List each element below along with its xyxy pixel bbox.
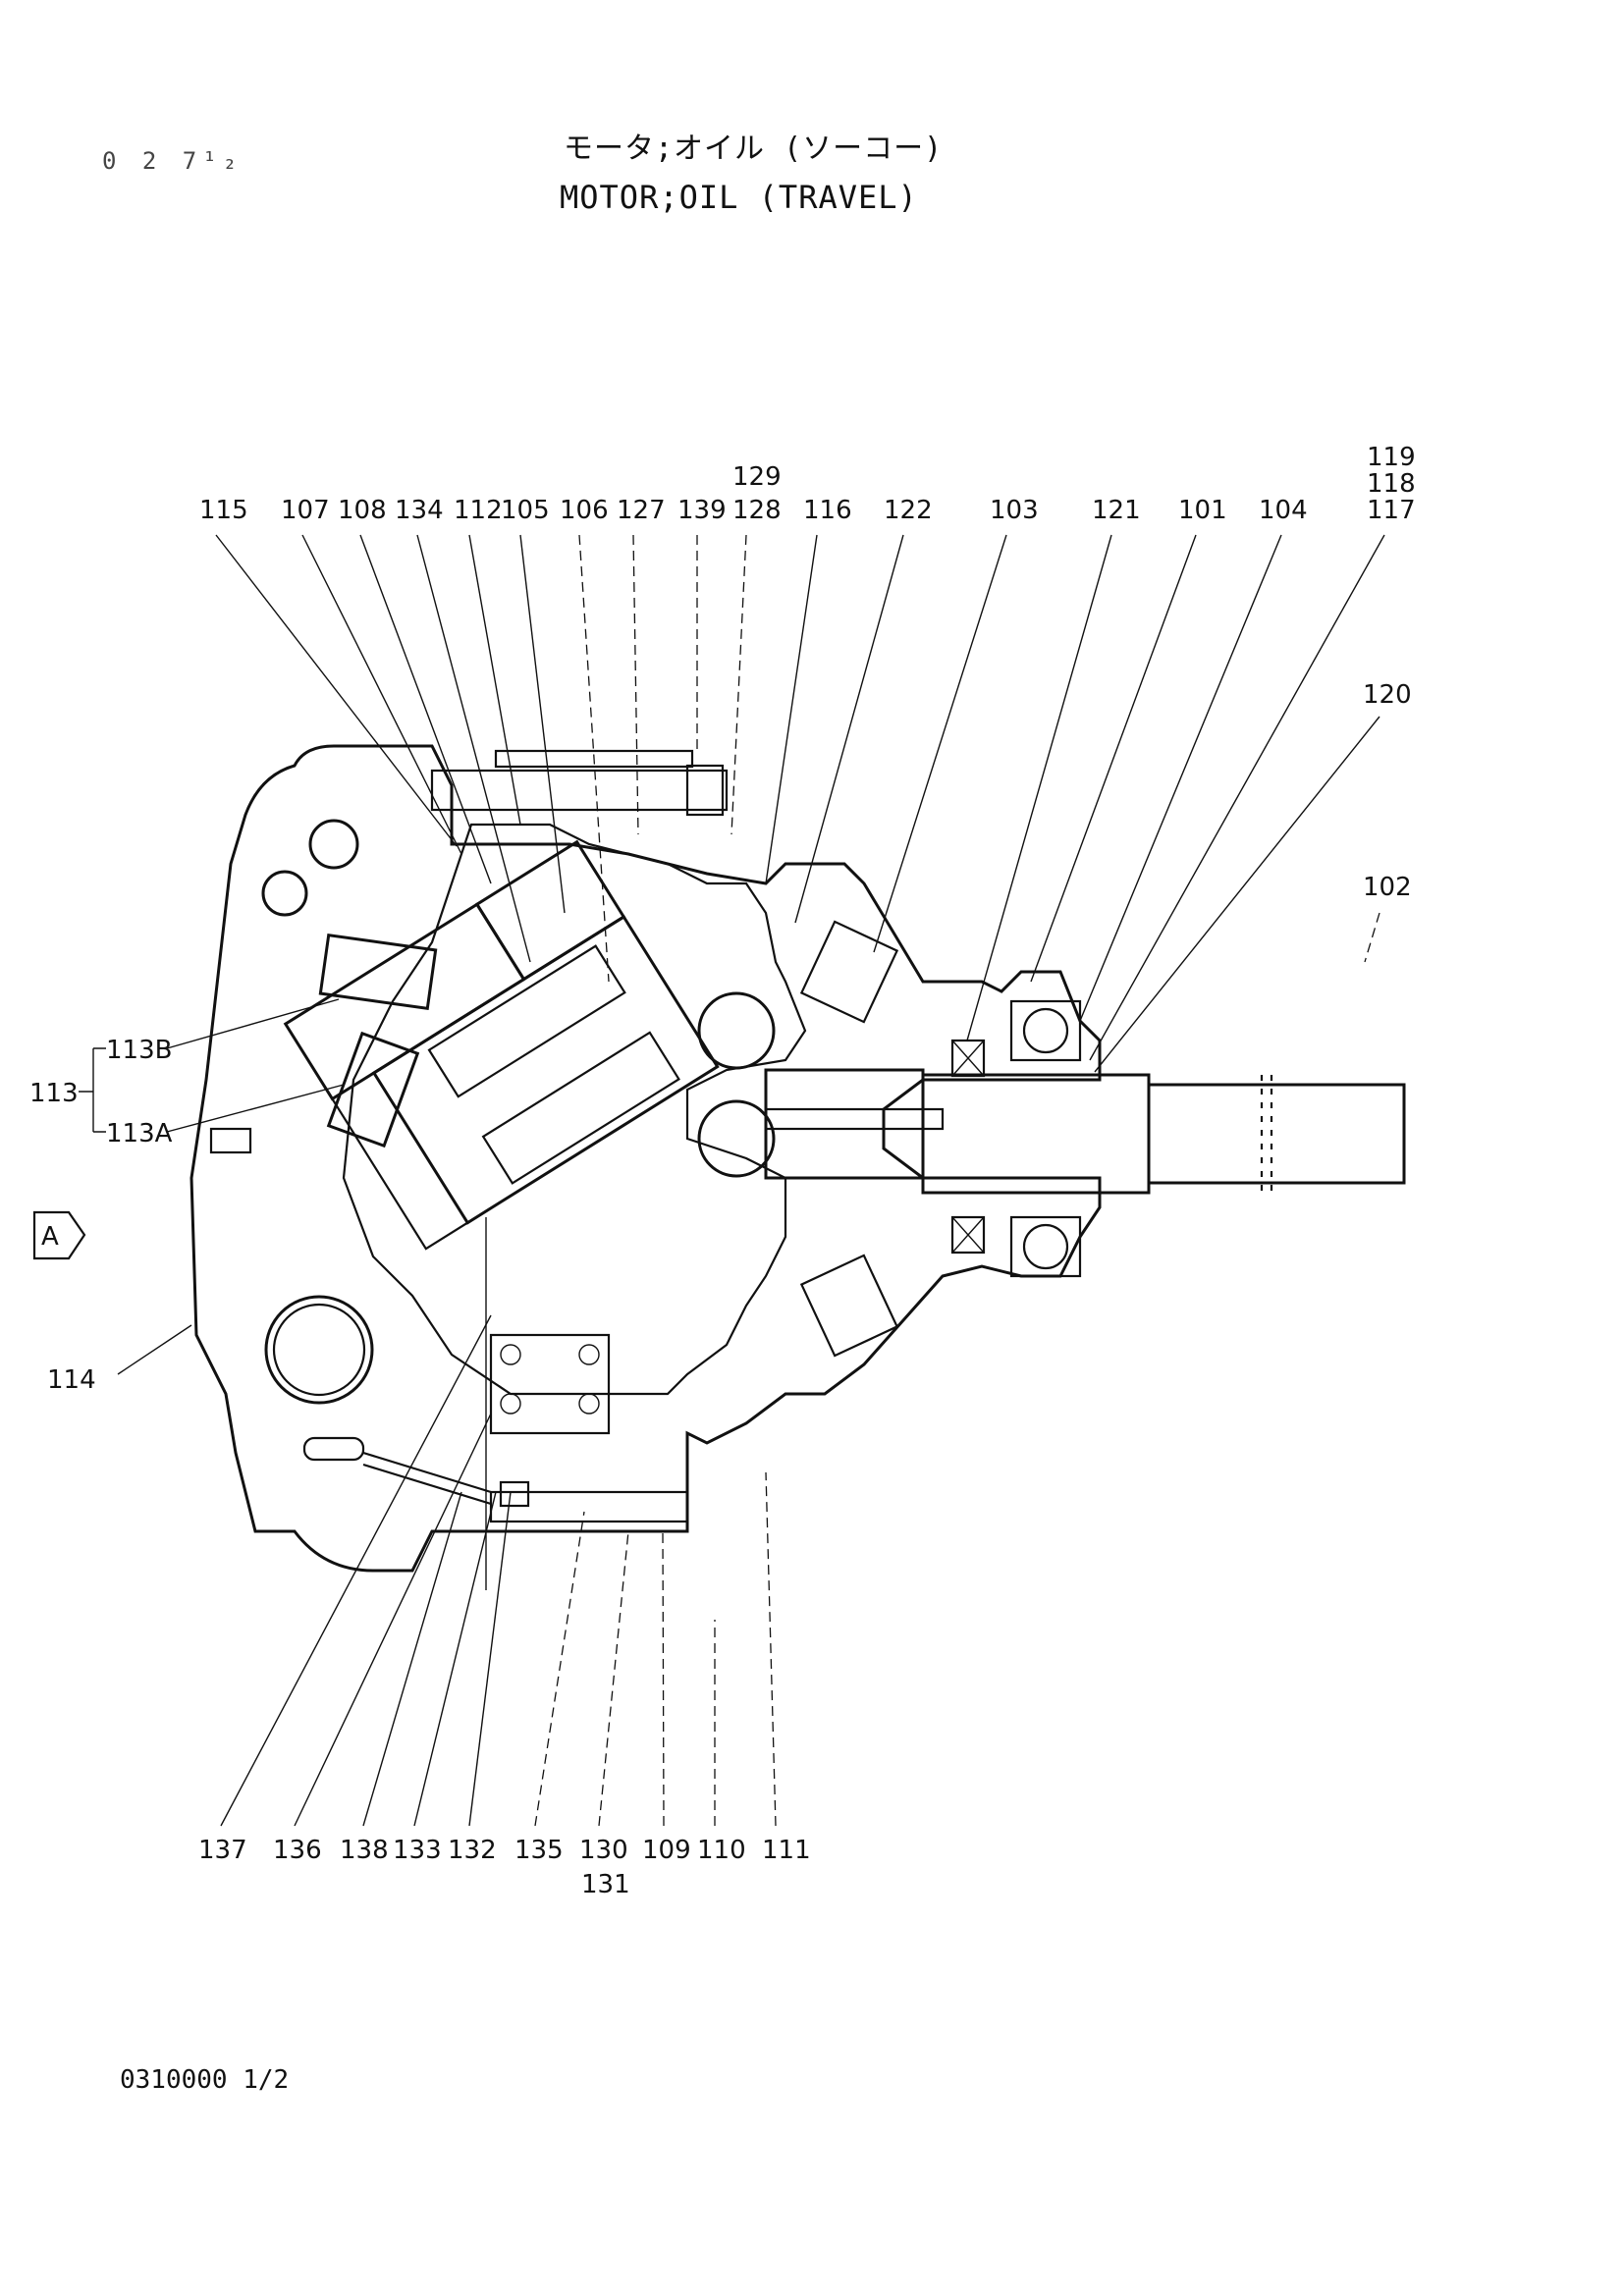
callout-label: 133	[393, 1836, 442, 1865]
output-shaft	[764, 1068, 1406, 1195]
callout-label: 104	[1259, 496, 1308, 525]
top-callout-labels: 115 107 108 134 112 105 106 127 139 129 …	[199, 443, 1416, 902]
callout-label: 128	[732, 496, 782, 525]
callout-label: 110	[697, 1836, 746, 1865]
callout-label: 118	[1367, 469, 1416, 499]
callout-label: 136	[273, 1836, 322, 1865]
left-leader-lines	[79, 998, 345, 1375]
top-cover-plate	[430, 749, 729, 817]
callout-label: 111	[762, 1836, 811, 1865]
callout-label: 102	[1363, 873, 1412, 902]
top-leader-lines	[215, 534, 1385, 1073]
left-plug	[209, 1127, 252, 1154]
callout-label: 134	[395, 496, 444, 525]
callout-label: 114	[47, 1365, 96, 1395]
callout-label: 103	[990, 496, 1039, 525]
callout-label: 119	[1367, 443, 1416, 472]
callout-label: 112	[454, 496, 503, 525]
callout-label: 115	[199, 496, 248, 525]
bottom-cover-plate	[489, 1333, 689, 1523]
left-callout-labels: 113B 113 113A 114	[29, 1036, 173, 1395]
callout-label: 129	[732, 462, 782, 492]
cylinder-block-assembly	[283, 839, 720, 1251]
callout-label: 127	[617, 496, 666, 525]
callout-label: 137	[198, 1836, 247, 1865]
callout-label: 135	[514, 1836, 564, 1865]
callout-label: 132	[448, 1836, 497, 1865]
control-piston-113	[318, 933, 438, 1148]
motor-housing	[189, 744, 1102, 1573]
callout-label: 107	[281, 496, 330, 525]
callout-label: 120	[1363, 680, 1412, 710]
callout-label: 101	[1178, 496, 1227, 525]
callout-label: 139	[677, 496, 727, 525]
callout-label: 122	[884, 496, 933, 525]
bottom-leader-lines	[220, 1314, 777, 1827]
view-arrow-a: A	[32, 1210, 86, 1260]
tapered-roller-bearings	[799, 920, 899, 1358]
callout-label: 121	[1092, 496, 1141, 525]
shaft-bearings	[950, 999, 1082, 1278]
callout-label: 109	[642, 1836, 691, 1865]
callout-label: 117	[1367, 496, 1416, 525]
callout-label: 113	[29, 1079, 79, 1108]
page-reference: 0310000 1/2	[120, 2065, 290, 2095]
callout-label: 105	[501, 496, 550, 525]
callout-label: 113A	[106, 1119, 173, 1148]
svg-text:A: A	[41, 1222, 59, 1252]
callout-label: 108	[338, 496, 387, 525]
callout-label: 130	[579, 1836, 628, 1865]
piston-ball-joints	[697, 991, 776, 1178]
title-japanese: モータ;オイル (ソーコー)	[564, 132, 944, 166]
bottom-callout-labels: 137 136 138 133 132 135 130 131 109 110 …	[198, 1836, 811, 1899]
callout-label: 138	[340, 1836, 389, 1865]
callout-label: 106	[560, 496, 609, 525]
callout-label: 113B	[106, 1036, 172, 1065]
title-english: MOTOR;OIL (TRAVEL)	[560, 179, 918, 216]
bottom-spool	[302, 1436, 492, 1506]
callout-label: 116	[803, 496, 852, 525]
document-code: 0 2 7¹₂	[102, 147, 243, 175]
callout-label: 131	[581, 1870, 630, 1899]
